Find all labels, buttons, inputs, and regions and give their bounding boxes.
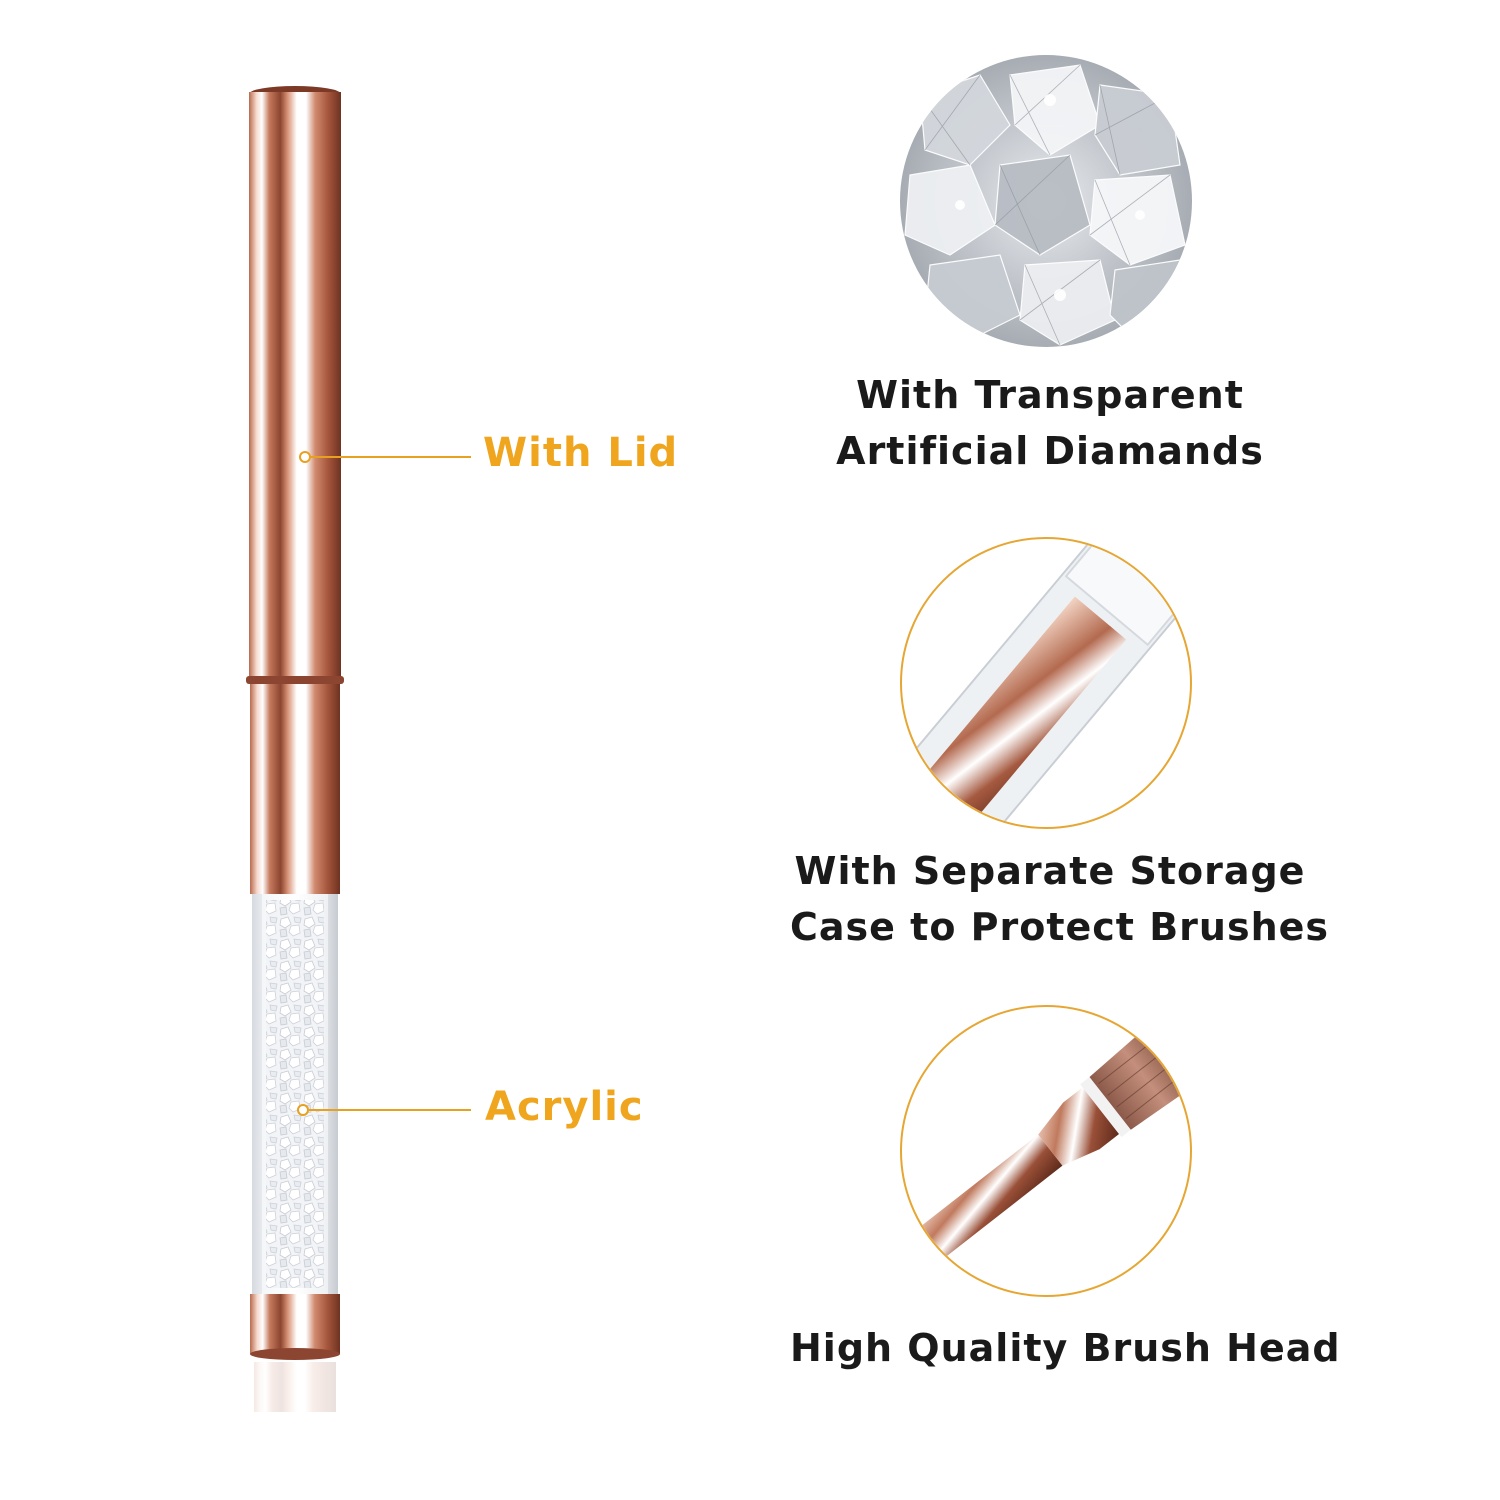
acrylic-leader-line bbox=[309, 1109, 471, 1111]
storage-case-caption-line-2: Case to Protect Brushes bbox=[790, 905, 1330, 949]
nail-brush-image bbox=[246, 86, 344, 1412]
storage-case-caption-line-1: With Separate Storage bbox=[794, 849, 1306, 893]
diamonds-caption-line-1: With Transparent bbox=[856, 373, 1244, 417]
with-lid-leader-line bbox=[311, 456, 471, 458]
diamonds-caption-line-2: Artificial Diamands bbox=[836, 429, 1264, 473]
brush-head-closeup-image bbox=[900, 1005, 1192, 1297]
storage-case-closeup-image bbox=[900, 537, 1192, 829]
with-lid-label: With Lid bbox=[483, 430, 679, 476]
acrylic-marker-dot bbox=[297, 1104, 309, 1116]
brush-head-caption-line-1: High Quality Brush Head bbox=[790, 1326, 1341, 1370]
brush-head-caption: High Quality Brush Head bbox=[790, 1320, 1341, 1376]
storage-case-caption: With Separate Storage Case to Protect Br… bbox=[790, 843, 1330, 955]
acrylic-label: Acrylic bbox=[485, 1084, 644, 1130]
with-lid-marker-dot bbox=[299, 451, 311, 463]
diamonds-closeup-image bbox=[900, 55, 1192, 347]
diamonds-caption: With Transparent Artificial Diamands bbox=[790, 367, 1310, 479]
